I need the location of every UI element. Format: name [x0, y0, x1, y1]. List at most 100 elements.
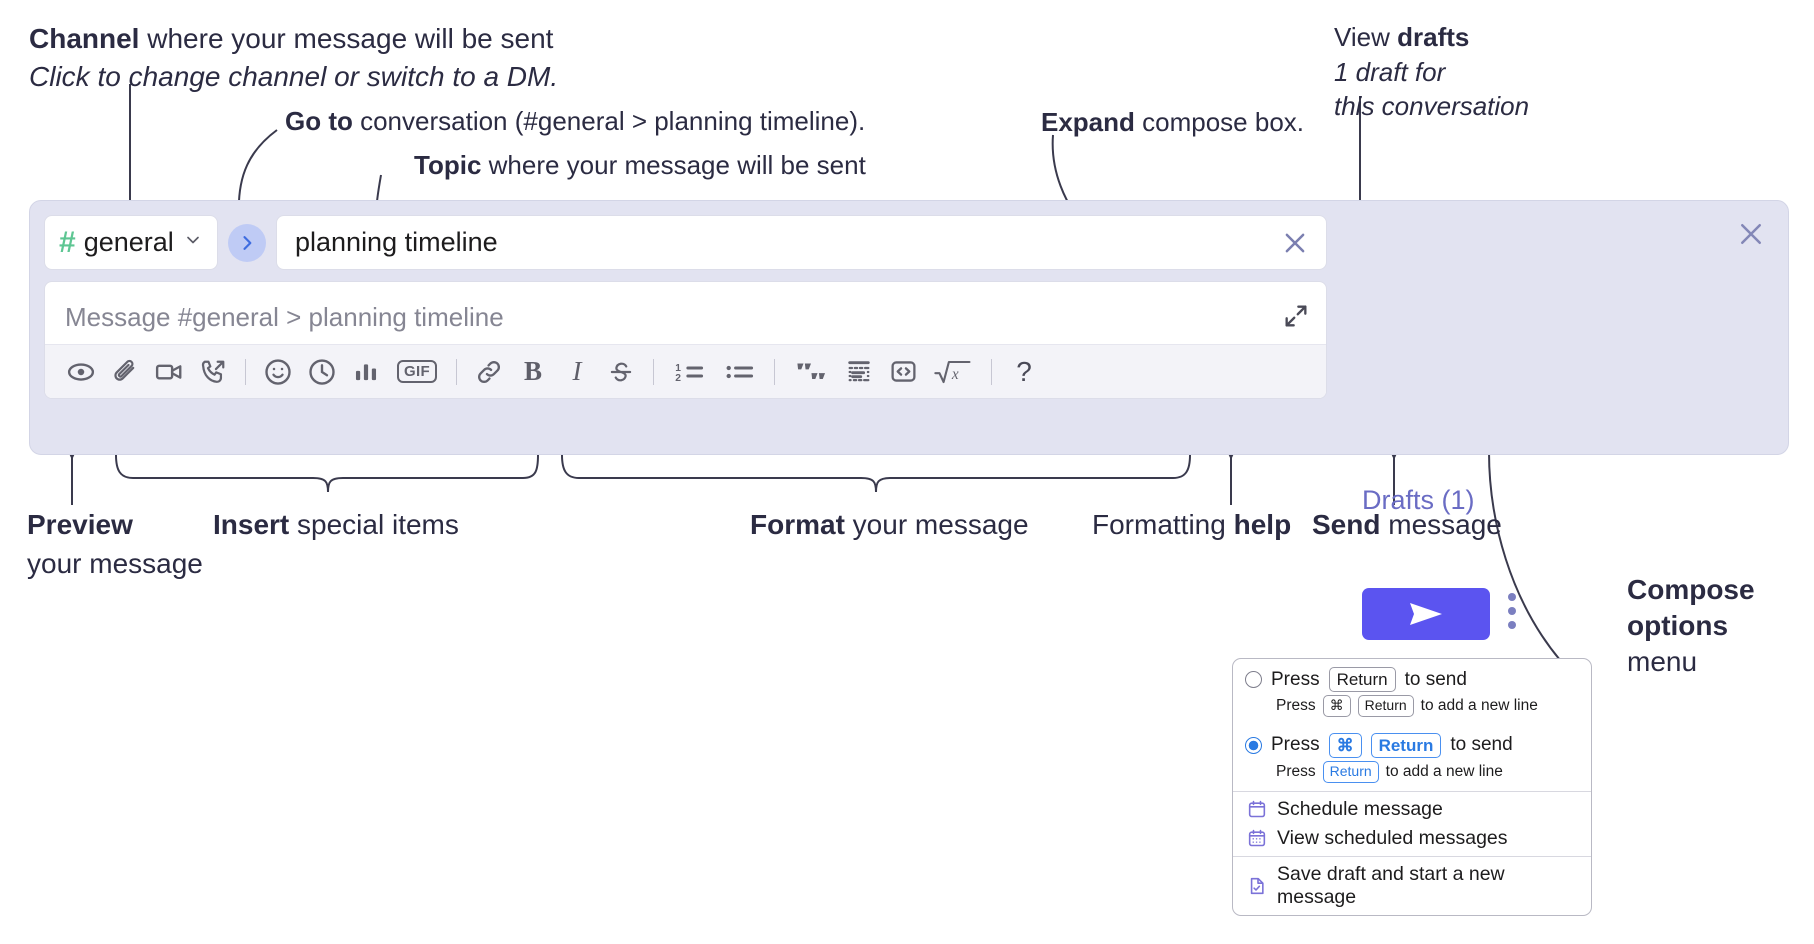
annotation-preview-line2: your message [27, 548, 203, 580]
compose-options-menu: Press Return to send Press ⌘ Return to a… [1232, 658, 1592, 916]
bulleted-list-icon[interactable] [714, 352, 764, 392]
compose-box: # general planning timeline Message #gen… [29, 200, 1789, 640]
strikethrough-icon[interactable] [599, 352, 643, 392]
annotation-format-bold: Format [750, 509, 845, 540]
send-option-cmd-return-sub: Press Return to add a new line [1233, 760, 1591, 791]
key-chip-return: Return [1370, 732, 1442, 758]
emoji-icon[interactable] [256, 352, 300, 392]
message-input[interactable]: Message #general > planning timeline [44, 281, 1327, 399]
annotation-insert: Insert special items [213, 508, 459, 542]
option-sub-pre: Press [1276, 697, 1316, 714]
annotation-insert-rest: special items [289, 509, 459, 540]
topic-input[interactable]: planning timeline [276, 215, 1327, 270]
clock-icon[interactable] [300, 352, 344, 392]
chevron-down-icon [183, 230, 203, 255]
call-forward-icon[interactable] [191, 352, 235, 392]
option-sub-post: to add a new line [1385, 762, 1503, 780]
calendar-grid-icon [1247, 828, 1267, 848]
channel-name-label: general [83, 227, 174, 257]
drafts-link[interactable]: Drafts (1) [1362, 485, 1475, 515]
annotation-channel: Channel where your message will be sent … [29, 22, 558, 94]
option-text-pre: Press [1271, 668, 1320, 690]
annotation-compose-options: Compose options menu [1627, 572, 1755, 679]
svg-text:x: x [951, 366, 959, 383]
svg-text:2: 2 [675, 373, 681, 384]
annotation-send: Send message [1312, 508, 1502, 542]
toolbar-divider [245, 358, 246, 385]
option-text-pre: Press [1271, 734, 1320, 756]
annotation-drafts-bold: drafts [1397, 22, 1470, 52]
annotation-help: Formatting help [1092, 508, 1291, 542]
key-chip-return: Return [1357, 695, 1414, 717]
video-icon[interactable] [147, 352, 191, 392]
annotation-drafts-italic2: this conversation [1334, 91, 1530, 122]
annotation-goto: Go to conversation (#general > planning … [285, 106, 865, 138]
expand-icon[interactable] [1282, 302, 1310, 335]
compose-header-row: # general planning timeline [44, 215, 1327, 270]
menu-divider [1233, 790, 1591, 792]
annotation-goto-bold: Go to [285, 106, 353, 136]
option-text-post: to send [1450, 734, 1513, 756]
annotation-topic: Topic where your message will be sent [414, 150, 866, 182]
italic-icon[interactable]: I [555, 352, 599, 392]
channel-selector-button[interactable]: # general [44, 215, 218, 270]
inline-code-icon[interactable] [881, 352, 925, 392]
poll-icon[interactable] [344, 352, 388, 392]
radio-button[interactable] [1245, 671, 1262, 689]
menu-item-label: Save draft and start a new message [1277, 862, 1505, 908]
attachment-icon[interactable] [103, 352, 147, 392]
go-to-conversation-button[interactable] [228, 223, 266, 262]
blockquote-icon[interactable] [785, 352, 837, 392]
bold-glyph: B [523, 356, 542, 386]
preview-icon[interactable] [59, 352, 103, 392]
annotation-goto-rest: conversation (#general > planning timeli… [352, 106, 866, 136]
italic-glyph: I [572, 356, 582, 386]
svg-text:1: 1 [675, 362, 681, 373]
help-glyph: ? [1016, 355, 1032, 387]
annotation-compose-options-bold1: Compose [1627, 574, 1755, 605]
annotation-insert-bold: Insert [213, 509, 290, 540]
radio-button-selected[interactable] [1245, 736, 1262, 754]
key-chip-command: ⌘ [1328, 732, 1362, 758]
topic-value: planning timeline [295, 227, 498, 257]
send-option-return-sub: Press ⌘ Return to add a new line [1233, 694, 1591, 725]
option-sub-post: to add a new line [1420, 697, 1538, 714]
save-draft-icon [1247, 876, 1267, 896]
close-icon[interactable] [1280, 228, 1310, 258]
annotation-compose-options-rest: menu [1627, 645, 1698, 677]
bold-icon[interactable]: B [511, 352, 555, 392]
toolbar-divider [774, 358, 775, 385]
menu-item-schedule-message[interactable]: Schedule message [1233, 792, 1591, 827]
hash-icon: # [59, 225, 76, 259]
calendar-icon [1247, 799, 1267, 819]
send-option-cmd-return[interactable]: Press ⌘ Return to send [1233, 725, 1591, 760]
close-icon[interactable] [1736, 219, 1766, 254]
formatting-toolbar: GIF B I [45, 344, 1326, 398]
annotation-expand: Expand compose box. [1041, 107, 1304, 139]
link-icon[interactable] [467, 352, 511, 392]
menu-item-save-draft[interactable]: Save draft and start a new message [1233, 857, 1591, 915]
menu-item-label: Schedule message [1277, 797, 1443, 820]
key-chip-return: Return [1322, 761, 1379, 783]
annotation-drafts-lead: View [1334, 22, 1398, 52]
send-button[interactable] [1362, 588, 1490, 640]
code-block-icon[interactable] [837, 352, 881, 392]
compose-options-button[interactable] [1508, 593, 1516, 629]
menu-item-view-scheduled[interactable]: View scheduled messages [1233, 827, 1591, 856]
math-icon[interactable]: x [925, 352, 981, 392]
gif-icon[interactable]: GIF [388, 352, 446, 392]
annotation-preview: Preview your message [27, 508, 203, 581]
annotation-topic-bold: Topic [414, 150, 482, 180]
option-sub-pre: Press [1276, 762, 1316, 780]
key-chip-command: ⌘ [1322, 695, 1351, 717]
kebab-dot [1508, 621, 1516, 629]
ordered-list-icon[interactable]: 1 2 [664, 352, 714, 392]
help-icon[interactable]: ? [1002, 352, 1046, 392]
annotation-channel-italic: Click to change channel or switch to a D… [29, 61, 559, 93]
send-option-return[interactable]: Press Return to send [1233, 659, 1591, 694]
annotation-help-lead: Formatting [1092, 509, 1234, 540]
annotation-drafts-italic1: 1 draft for [1334, 56, 1446, 87]
annotation-help-bold: help [1233, 509, 1292, 540]
message-placeholder: Message #general > planning timeline [65, 302, 504, 332]
annotation-topic-rest: where your message will be sent [481, 150, 866, 180]
